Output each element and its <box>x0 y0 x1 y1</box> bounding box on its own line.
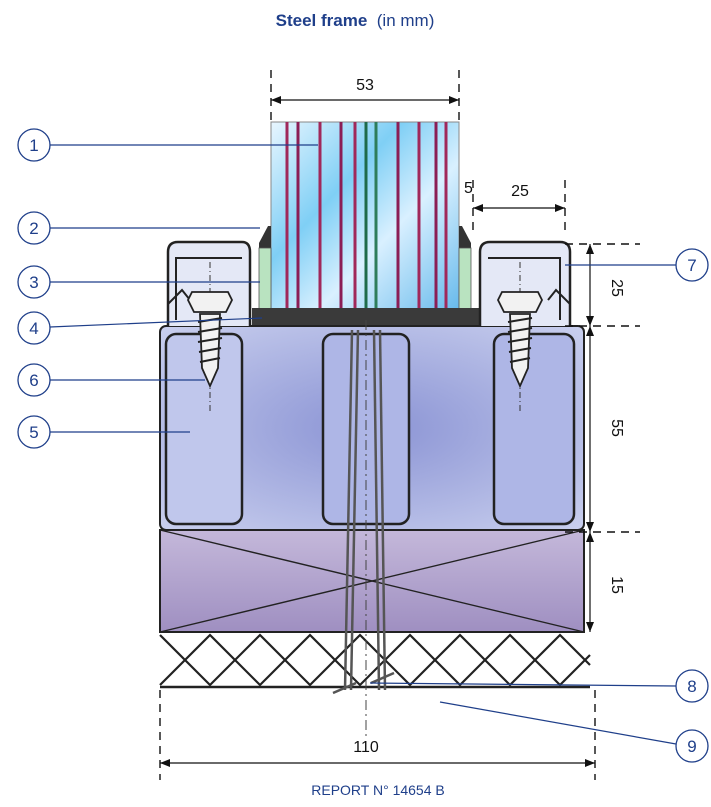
dimension-frame-height: 55 <box>565 326 640 533</box>
dimension-total-width: 110 <box>159 690 596 780</box>
callout-1: 1 <box>17 128 318 162</box>
callout-7: 7 <box>565 248 709 282</box>
svg-text:15: 15 <box>608 576 625 594</box>
support-block <box>159 529 585 633</box>
callout-8: 8 <box>369 669 709 703</box>
svg-text:9: 9 <box>687 737 696 756</box>
svg-text:4: 4 <box>29 319 38 338</box>
svg-text:5: 5 <box>29 423 38 442</box>
callout-4: 4 <box>17 311 263 345</box>
svg-text:5: 5 <box>464 180 473 197</box>
dimension-block-height: 15 <box>586 532 625 632</box>
svg-text:110: 110 <box>353 739 379 756</box>
screw-right <box>496 262 544 412</box>
callout-2: 2 <box>17 211 260 245</box>
polycarbonate-panel <box>270 121 460 321</box>
insulation-layer <box>159 633 591 689</box>
diagram-title: Steel frame (in mm) <box>276 11 435 30</box>
callout-3: 3 <box>17 265 260 299</box>
svg-text:7: 7 <box>687 256 696 275</box>
gasket-left <box>258 247 272 319</box>
anchor-rods <box>332 329 395 695</box>
svg-text:25: 25 <box>608 279 625 297</box>
svg-text:1: 1 <box>29 136 38 155</box>
gasket-right <box>458 247 472 319</box>
svg-text:25: 25 <box>511 183 529 200</box>
svg-text:8: 8 <box>687 677 696 696</box>
callout-9: 9 <box>439 701 709 763</box>
dimension-cap-height: 25 <box>565 243 640 327</box>
svg-text:2: 2 <box>29 219 38 238</box>
svg-text:6: 6 <box>29 371 38 390</box>
report-number: REPORT N° 14654 B <box>311 782 444 798</box>
bottom-seal <box>252 308 484 326</box>
dimension-gap: 5 25 <box>464 180 566 236</box>
svg-text:3: 3 <box>29 273 38 292</box>
callout-6: 6 <box>17 363 205 397</box>
svg-text:55: 55 <box>608 419 625 437</box>
dimension-glass-width: 53 <box>270 70 460 120</box>
svg-text:53: 53 <box>356 77 374 94</box>
callout-5: 5 <box>17 415 190 449</box>
steel-frame-profile <box>159 325 585 531</box>
